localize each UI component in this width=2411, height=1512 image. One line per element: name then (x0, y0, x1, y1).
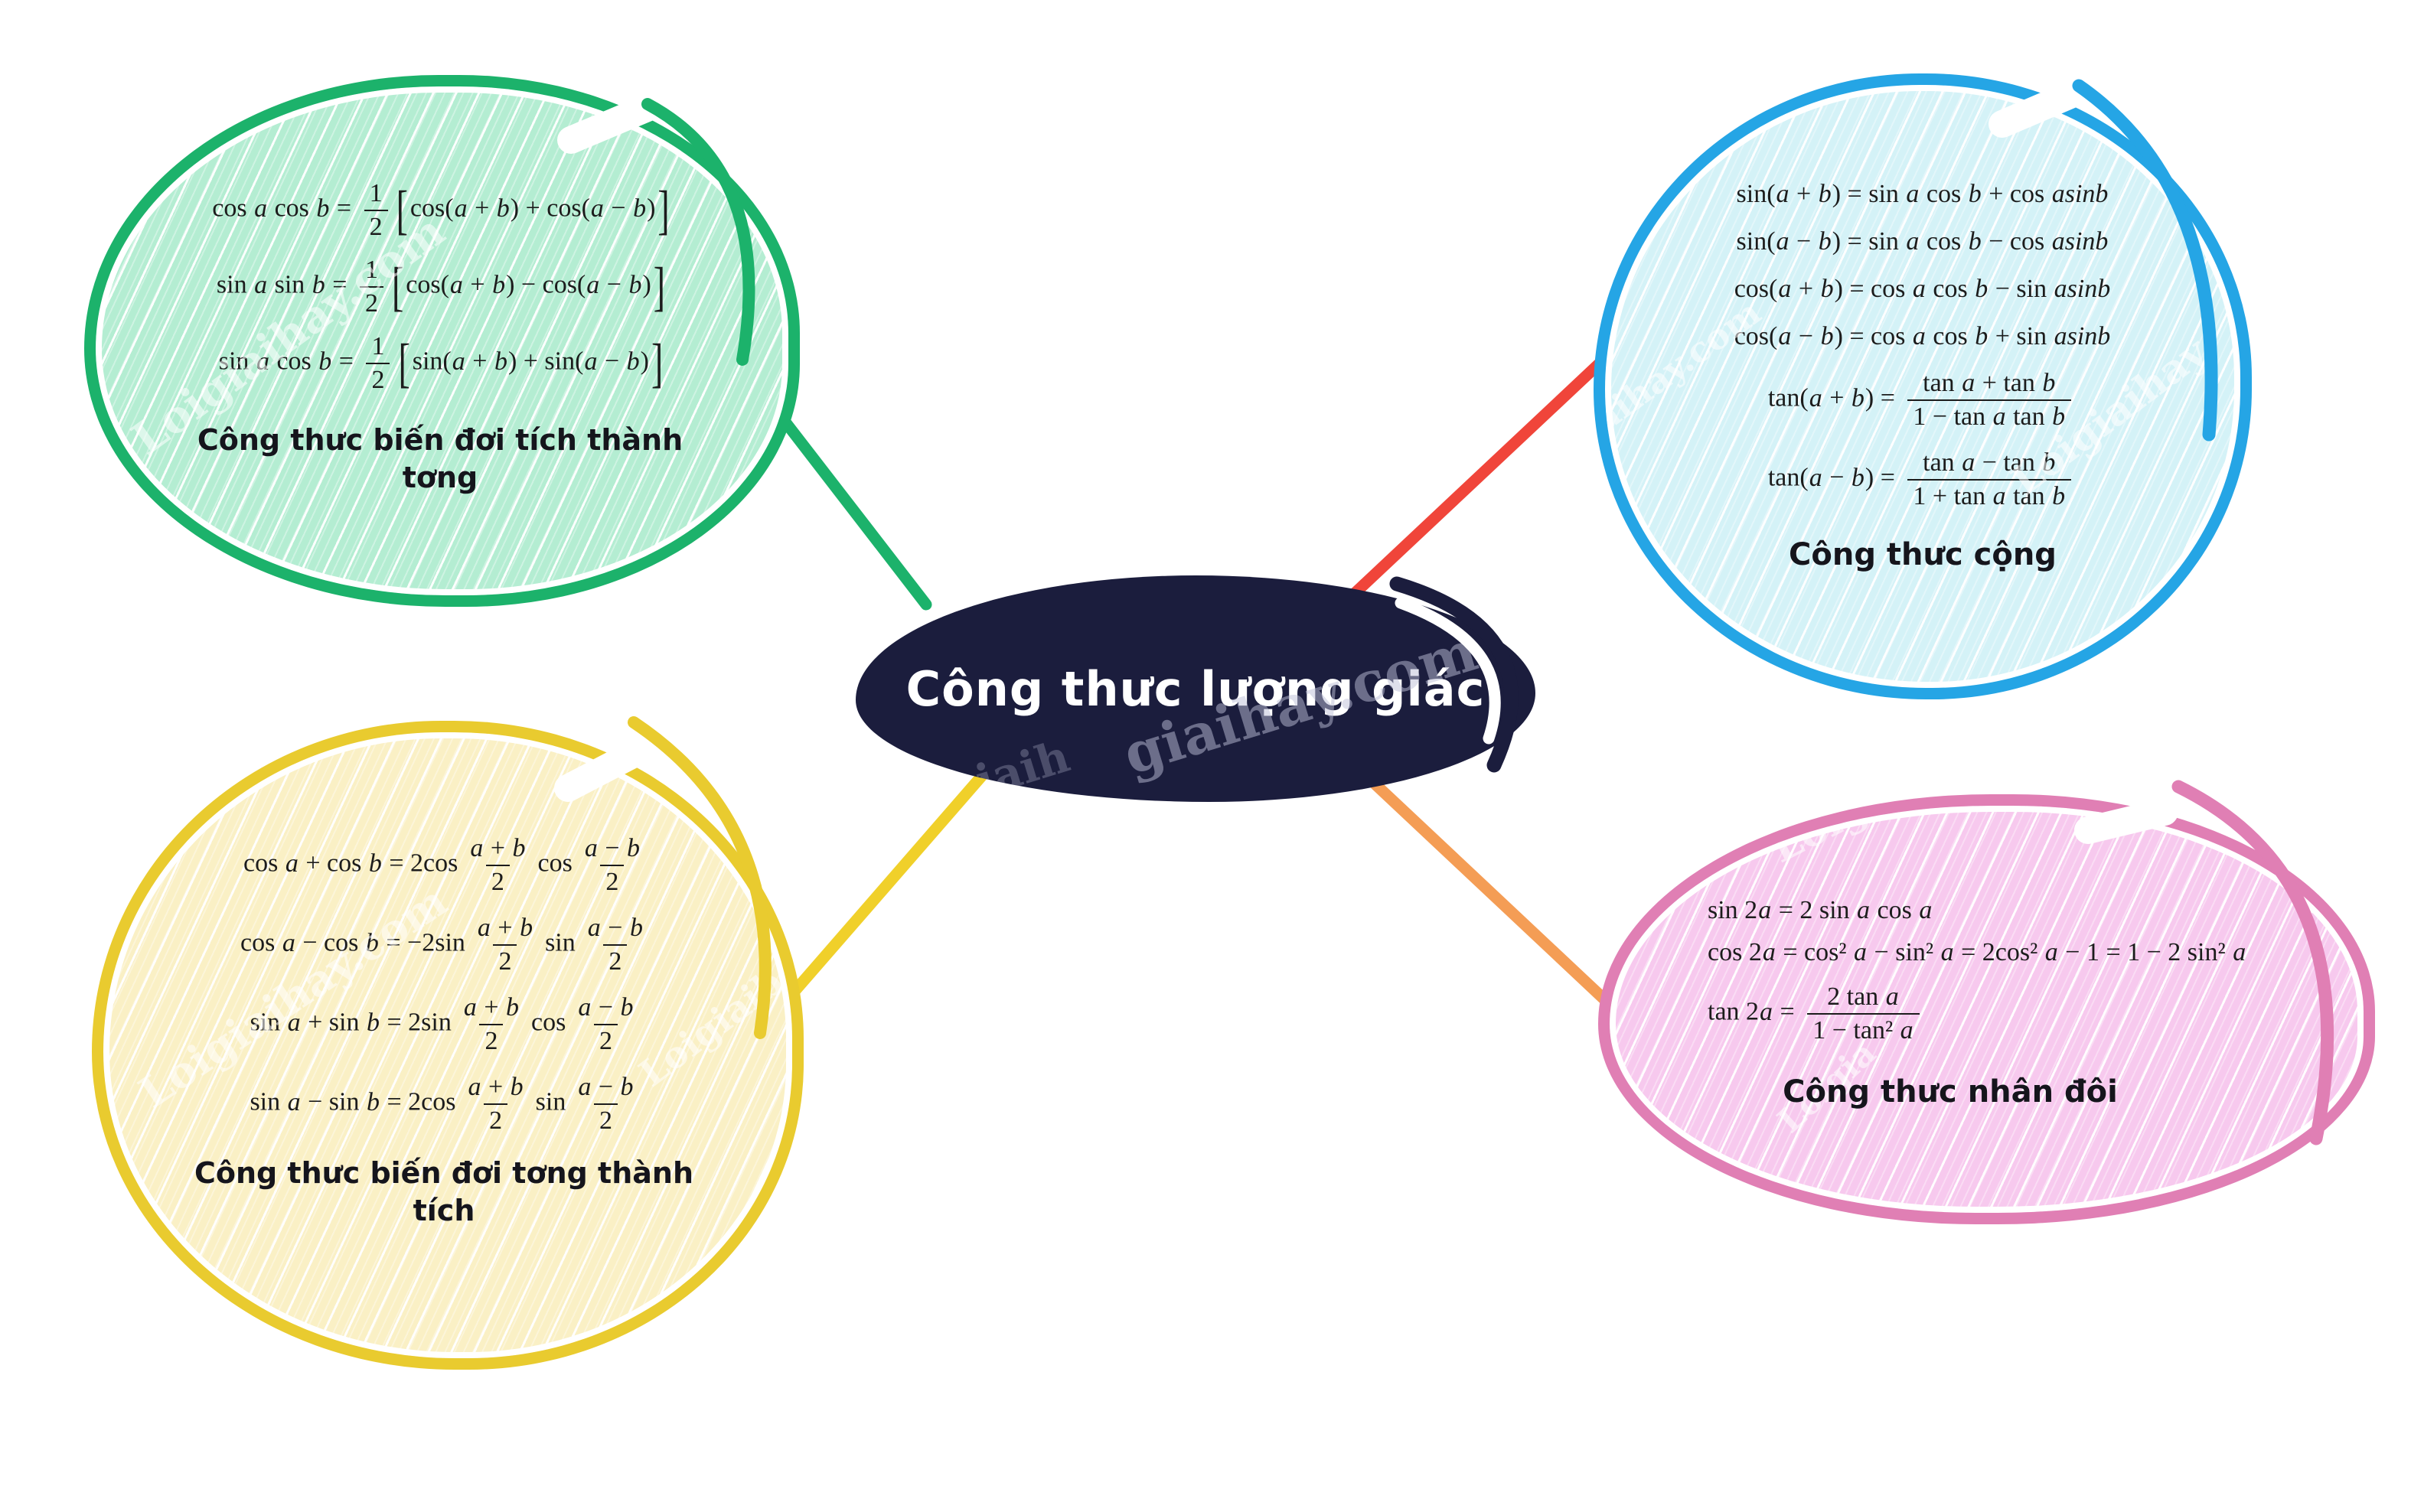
node-central-topic[interactable]: giaihay.com giaih Công thưc lượng giác (856, 575, 1535, 802)
formula-list: sin(a + b) = sin a cos b + cos asinb sin(… (1605, 85, 2240, 688)
formula-row: cos(a + b) = cos a cos b − sin asinb (1734, 275, 2111, 304)
node-product-to-sum[interactable]: Loigiaihay Loigiaihay.com cos a cos b = … (84, 75, 800, 607)
formula-row: sin(a − b) = sin a cos b − cos asinb (1736, 227, 2109, 256)
node-sum-to-product[interactable]: Loigiaihay.com Loigiaib cos a + cos b = … (92, 721, 804, 1370)
connector-red-line (1345, 354, 1610, 603)
node-label: Công thưc cộng (1789, 537, 2057, 572)
node-addition[interactable]: aihay.com Loigiaihay sin(a + b) = sin a … (1594, 73, 2252, 699)
connector-orange-line (1345, 755, 1610, 1005)
formula-row: sin(a + b) = sin a cos b + cos asinb (1736, 180, 2109, 209)
formula-row: cos 2a = cos² a − sin² a = 2cos² a − 1 =… (1708, 938, 2246, 967)
node-label: Công thưc nhân đôi (1783, 1074, 2118, 1110)
central-topic-title: Công thưc lượng giác (905, 660, 1486, 717)
node-label: Công thưc biến đơi tơng thành tích (194, 1156, 694, 1228)
node-double-angle[interactable]: Loigiaihay.c Loigia sin 2a = 2 sin a cos… (1598, 794, 2375, 1224)
formula-row: sin 2a = 2 sin a cos a (1708, 896, 1933, 925)
formula-list: sin 2a = 2 sin a cos a cos 2a = cos² a − … (1610, 806, 2364, 1213)
formula-row: cos(a − b) = cos a cos b + sin asinb (1734, 322, 2111, 351)
node-label: Công thưc biến đơi tích thành tơng (197, 423, 683, 495)
watermark: giaih (940, 729, 1076, 802)
